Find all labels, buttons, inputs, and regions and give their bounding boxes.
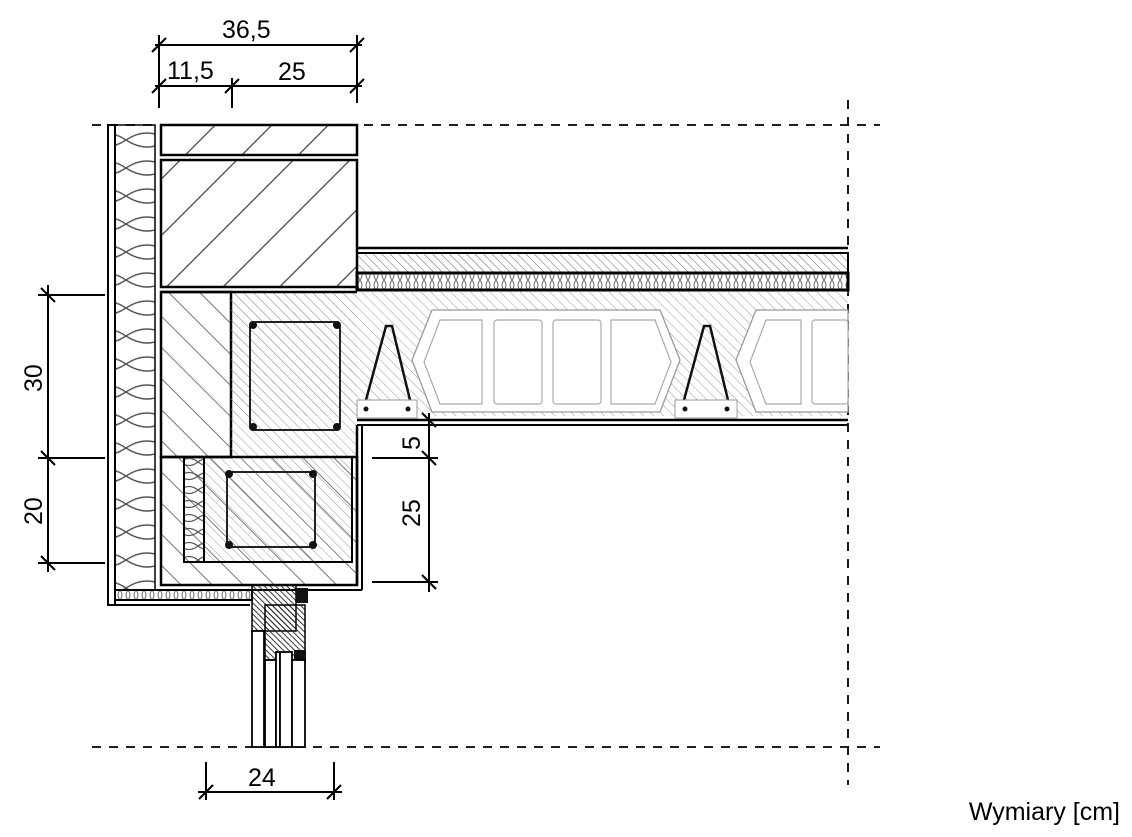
dimension-labels: 36,5 11,5 25 30 20 5 25 24 bbox=[20, 16, 426, 792]
thermal-insulation-layer bbox=[107, 124, 250, 606]
dim-right-large: 25 bbox=[398, 499, 426, 527]
hollow-block-chambers bbox=[423, 319, 849, 405]
dim-left-upper: 30 bbox=[20, 364, 48, 392]
ring-beam bbox=[159, 290, 357, 459]
window-frame bbox=[251, 584, 308, 748]
axis-lines bbox=[92, 100, 880, 785]
dim-right-small: 5 bbox=[398, 436, 426, 450]
dim-bottom-window: 24 bbox=[248, 764, 276, 792]
masonry-wall-upper bbox=[159, 123, 359, 289]
dim-top-left: 11,5 bbox=[167, 57, 214, 85]
dim-top-right: 25 bbox=[278, 58, 306, 86]
lintel bbox=[159, 425, 363, 591]
window-head-strip bbox=[114, 589, 253, 601]
dimension-lines bbox=[38, 35, 438, 800]
dim-left-lower: 20 bbox=[20, 497, 48, 525]
dim-top-total: 36,5 bbox=[222, 16, 271, 44]
floor-finish-layers bbox=[355, 246, 850, 292]
joist-truss bbox=[356, 324, 738, 419]
units-label: Wymiary [cm] bbox=[968, 798, 1120, 826]
